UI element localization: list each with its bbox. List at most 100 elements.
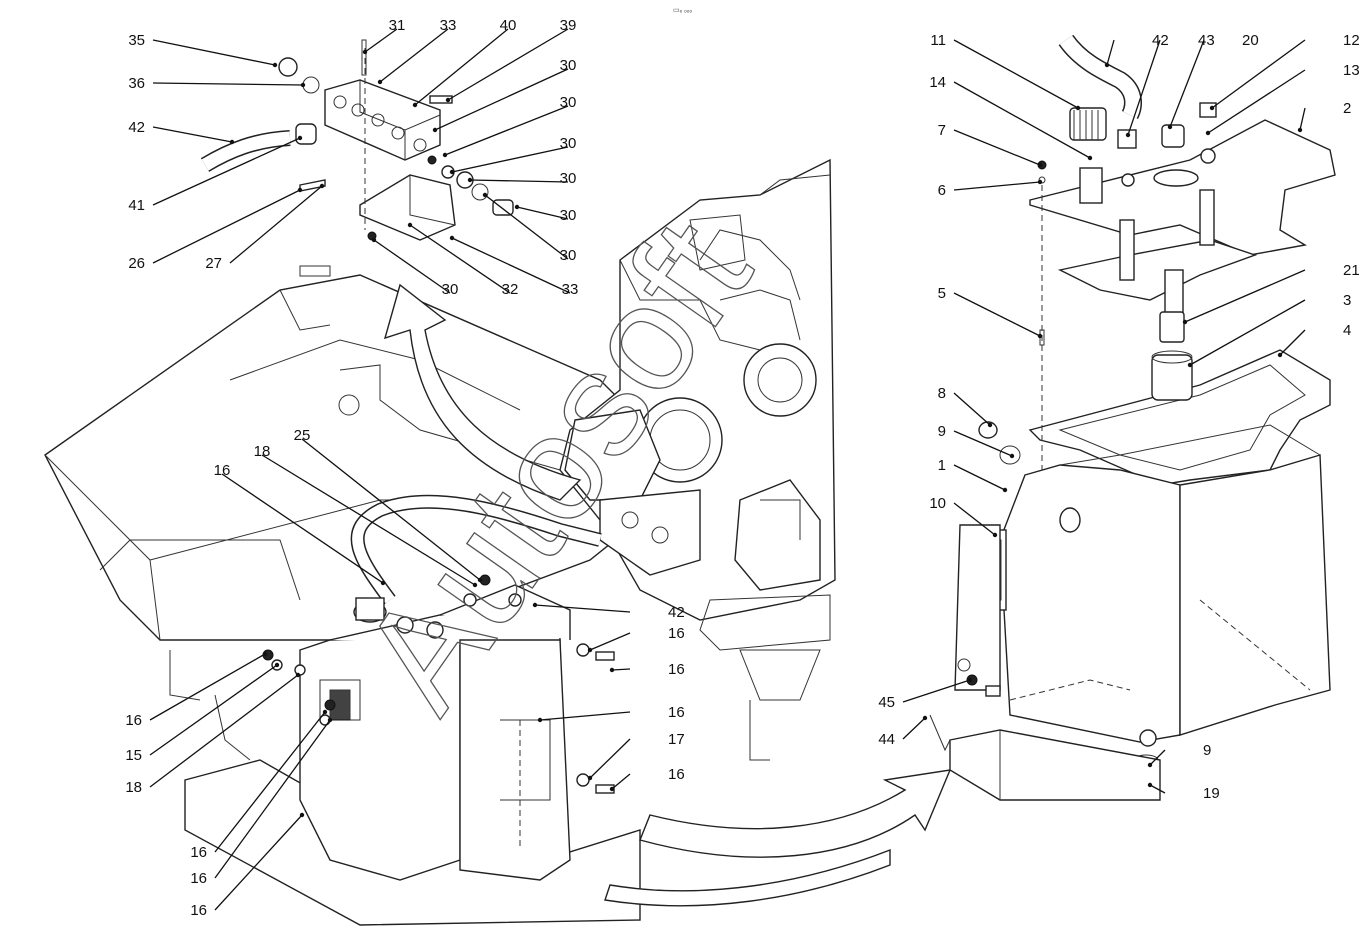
left-leader-arrowhead — [274, 662, 280, 668]
right-callout-number: 2 — [1343, 100, 1351, 117]
left-leader-line — [434, 68, 569, 131]
top-mark: ▭ₑ ₒₒₒ — [673, 7, 692, 14]
right-leader-line — [1211, 39, 1306, 109]
right-leader-arrowhead — [1147, 762, 1153, 768]
right-leader-arrowhead — [1037, 179, 1043, 185]
right-leader-line — [902, 717, 926, 740]
right-callout-number: 11 — [930, 32, 946, 49]
left-leader-line — [516, 206, 569, 220]
left-leader-line — [409, 224, 511, 294]
right-leader-line — [953, 392, 991, 426]
left-leader-arrowhead — [229, 139, 235, 145]
left-callout-number: 17 — [668, 731, 685, 748]
left-callout-number: 16 — [190, 844, 207, 861]
left-callout-number: 25 — [294, 427, 311, 444]
left-leader-arrowhead — [319, 183, 325, 189]
left-leader-arrowhead — [472, 582, 478, 588]
hose-42-left — [350, 494, 602, 605]
left-leader-line — [301, 438, 481, 581]
left-callout-number: 39 — [560, 17, 577, 34]
right-leader-line — [1106, 39, 1115, 66]
right-leader-line — [902, 679, 971, 703]
left-leader-arrowhead — [297, 135, 303, 141]
left-leader-arrowhead — [467, 177, 473, 183]
right-callout-number: 13 — [1343, 62, 1360, 79]
left-leader-arrowhead — [442, 152, 448, 158]
left-callout-number: 16 — [668, 766, 685, 783]
right-callout-number: 3 — [1343, 292, 1351, 309]
left-leader-arrowhead — [609, 786, 615, 792]
left-leader-line — [149, 664, 278, 756]
right-leader-line — [1189, 299, 1306, 366]
left-leader-line — [364, 28, 398, 53]
left-callout-number: 27 — [205, 255, 222, 272]
left-leader-arrowhead — [449, 235, 455, 241]
right-leader-arrowhead — [1205, 130, 1211, 136]
left-callout-number: 16 — [214, 462, 231, 479]
left-leader-line — [229, 185, 323, 264]
left-leader-line — [451, 237, 571, 294]
right-leader-line — [1299, 107, 1306, 131]
left-leader-arrowhead — [482, 192, 488, 198]
left-leader-line — [484, 194, 569, 260]
left-callout-number: 30 — [560, 94, 577, 111]
left-callout-number: 42 — [128, 119, 145, 136]
left-callout-number: 16 — [668, 704, 685, 721]
right-leader-line — [1127, 39, 1161, 136]
left-callout-number: 30 — [560, 247, 577, 264]
right-leader-line — [953, 292, 1041, 337]
right-leader-arrowhead — [1209, 105, 1215, 111]
left-leader-arrowhead — [272, 62, 278, 68]
right-callout-number: 43 — [1198, 32, 1215, 49]
left-callout-number: 33 — [562, 281, 579, 298]
right-callout-number: 12 — [1343, 32, 1360, 49]
left-leader-line — [589, 738, 631, 779]
right-leader-line — [953, 81, 1091, 159]
left-leader-arrowhead — [371, 237, 377, 243]
right-leader-line — [953, 430, 1013, 457]
left-leader-line — [589, 632, 631, 651]
right-leader-arrowhead — [1009, 453, 1015, 459]
right-leader-line — [953, 181, 1041, 191]
right-leader-arrowhead — [1187, 362, 1193, 368]
left-leader-arrowhead — [322, 709, 328, 715]
left-leader-arrowhead — [432, 127, 438, 133]
left-leader-arrowhead — [362, 49, 368, 55]
left-callout-number: 30 — [560, 170, 577, 187]
right-leader-arrowhead — [1037, 162, 1043, 168]
left-leader-arrowhead — [449, 169, 455, 175]
right-leader-line — [953, 129, 1041, 166]
right-leader-line — [1184, 269, 1306, 323]
right-leader-line — [1169, 39, 1205, 128]
left-callout-number: 16 — [668, 661, 685, 678]
right-leader-arrowhead — [922, 715, 928, 721]
right-leader-line — [953, 464, 1006, 491]
left-leader-arrowhead — [532, 602, 538, 608]
right-leader-arrowhead — [1087, 155, 1093, 161]
left-leader-arrowhead — [377, 79, 383, 85]
right-leader-arrowhead — [1075, 105, 1081, 111]
right-leader-arrowhead — [1125, 132, 1131, 138]
left-leader-line — [611, 773, 631, 790]
left-leader-arrowhead — [295, 672, 301, 678]
right-leader-arrowhead — [1147, 782, 1153, 788]
left-callout-number: 30 — [560, 57, 577, 74]
left-leader-arrowhead — [300, 82, 306, 88]
left-leader-line — [534, 604, 631, 613]
right-callout-number: 9 — [938, 423, 946, 440]
left-callout-number: 42 — [668, 604, 685, 621]
left-leader-line — [373, 239, 451, 294]
right-leader-arrowhead — [1104, 62, 1110, 68]
right-leader-arrowhead — [1002, 487, 1008, 493]
left-leader-line — [444, 105, 569, 156]
left-leader-line — [214, 719, 331, 879]
left-leader-arrowhead — [297, 187, 303, 193]
left-callout-number: 15 — [125, 747, 142, 764]
right-leader-arrowhead — [1297, 127, 1303, 133]
left-leader-line — [152, 137, 301, 206]
left-leader-arrowhead — [327, 717, 333, 723]
right-callout-number: 8 — [938, 385, 946, 402]
left-leader-line — [447, 28, 569, 101]
left-callout-number: 26 — [128, 255, 145, 272]
right-callout-number: 19 — [1203, 785, 1220, 802]
